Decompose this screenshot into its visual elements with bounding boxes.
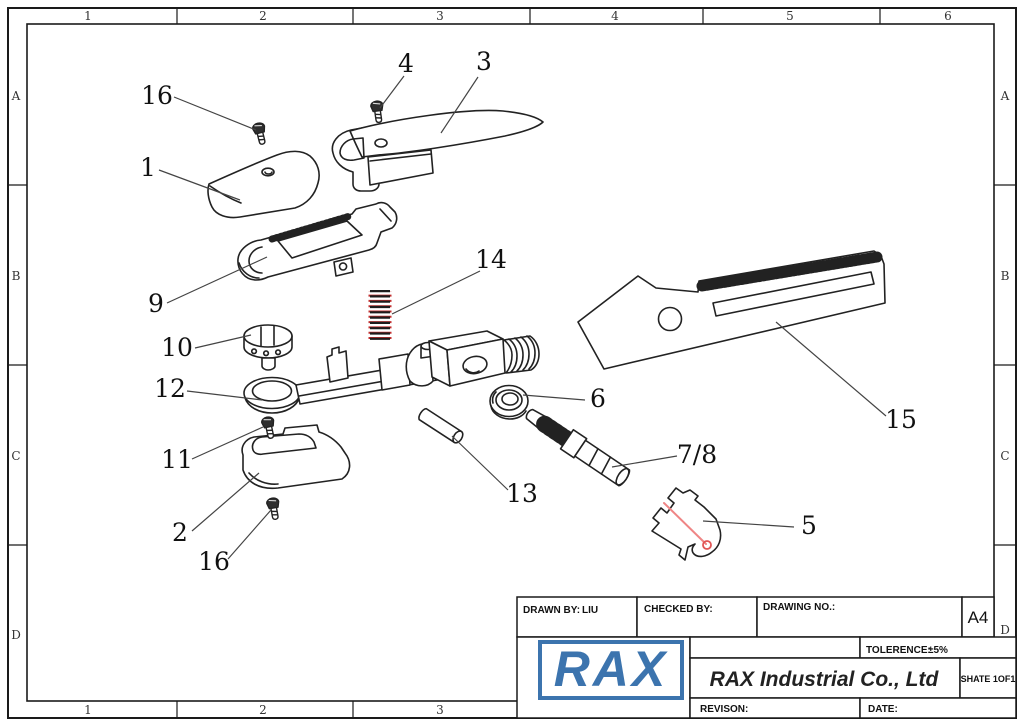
- part-label-15: 15: [885, 405, 917, 434]
- grid-col-4-top: 4: [611, 9, 619, 23]
- company-name: RAX Industrial Co., Ltd: [710, 668, 940, 691]
- top-ruler-dividers: [176, 8, 881, 24]
- checked-by-cell: [636, 596, 758, 638]
- grid-row-d-right: D: [1000, 623, 1010, 637]
- leader-15: [775, 321, 887, 417]
- part-10-knob: [243, 324, 293, 371]
- title-block: DRAWN BY: LIU CHECKED BY: DRAWING NO.: A…: [516, 596, 1017, 719]
- part-label-7-8: 7/8: [677, 440, 717, 469]
- part-label-11: 11: [161, 445, 193, 474]
- leader-16-top: [173, 96, 257, 131]
- rax-logo-text: RAX: [554, 641, 669, 697]
- drawn-by-value: LIU: [582, 605, 598, 616]
- leader-16-bottom: [227, 509, 272, 560]
- part-15-rack-teeth: [696, 251, 883, 292]
- part-label-16-top: 16: [141, 81, 173, 110]
- part-label-16-bottom: 16: [198, 547, 230, 576]
- leader-14: [391, 270, 481, 315]
- grid-row-a-left: A: [11, 89, 21, 103]
- grid-col-3-bottom: 3: [436, 703, 444, 717]
- tolerance-value: ±5%: [928, 645, 948, 656]
- leader-6: [522, 394, 586, 401]
- left-ruler-dividers: [8, 184, 27, 546]
- part-label-10: 10: [161, 333, 193, 362]
- grid-col-6-top: 6: [944, 9, 952, 23]
- right-ruler-dividers: [994, 184, 1016, 546]
- part-1-cover: [207, 150, 320, 219]
- part-15-toothed-arm: [577, 250, 886, 370]
- part-label-4: 4: [398, 49, 414, 78]
- part-9-hatch-band: [268, 212, 354, 243]
- part-9-frame: [237, 201, 398, 281]
- revision-label: REVISON:: [700, 704, 748, 715]
- part-label-2: 2: [172, 518, 188, 547]
- part-label-12: 12: [154, 374, 186, 403]
- part-number-labels: 16 1 4 3 9 14 10 12 11 2 16 13 6 7/8 5 1…: [140, 47, 917, 576]
- rax-logo-border: [538, 640, 684, 700]
- part-5-red-terminal: [702, 540, 712, 550]
- part-label-1: 1: [140, 153, 156, 182]
- part-label-5: 5: [801, 511, 817, 540]
- drawn-by-label: DRAWN BY:: [523, 605, 580, 616]
- tolerance-label: TOLERENCE:: [866, 645, 931, 656]
- leader-lines: [158, 75, 887, 560]
- leader-4: [379, 75, 405, 109]
- part-label-3: 3: [476, 47, 492, 76]
- leader-3: [440, 76, 479, 134]
- grid-row-d-left: D: [11, 628, 21, 642]
- leader-5: [702, 520, 795, 528]
- leader-2: [191, 472, 260, 532]
- leader-11: [191, 426, 264, 460]
- part-12-lever-assembly: [243, 330, 540, 414]
- grid-col-2-bottom: 2: [259, 703, 267, 717]
- date-cell: [859, 697, 1017, 719]
- grid-col-5-top: 5: [786, 9, 794, 23]
- grid-row-a-right: A: [1000, 89, 1010, 103]
- paper-size-value: A4: [968, 608, 989, 627]
- grid-col-2-top: 2: [259, 9, 267, 23]
- rax-logo: RAX: [538, 640, 684, 700]
- leader-10: [194, 334, 252, 349]
- paper-size-cell: [961, 596, 995, 638]
- part-13-pin: [418, 407, 464, 444]
- part-label-14: 14: [475, 245, 507, 274]
- grid-col-1-bottom: 1: [84, 703, 92, 717]
- part-7-8-bolt: [525, 408, 631, 487]
- blank-cell: [689, 636, 861, 659]
- part-5-red-wire: [663, 502, 707, 545]
- part-label-6: 6: [590, 384, 606, 413]
- leader-9: [166, 256, 268, 304]
- grid-row-c-right: C: [1000, 449, 1009, 463]
- bolt-threads: [536, 415, 576, 448]
- grid-col-1-top: 1: [84, 9, 92, 23]
- leader-7-8: [611, 455, 678, 468]
- drawn-by-cell: [516, 596, 638, 638]
- part-label-9: 9: [148, 289, 164, 318]
- exploded-diagram: 16 1 4 3 9 14 10 12 11 2 16 13 6 7/8 5 1…: [140, 47, 917, 576]
- leader-12: [186, 390, 263, 401]
- part-3-cover: [331, 109, 544, 192]
- grid-row-b-left: B: [12, 269, 21, 283]
- checked-by-label: CHECKED BY:: [644, 604, 713, 615]
- part-5-bracket: [651, 487, 722, 561]
- part-2-cam-hook: [241, 424, 351, 490]
- leader-1: [158, 169, 241, 201]
- grid-row-b-right: B: [1001, 269, 1010, 283]
- date-label: DATE:: [868, 704, 898, 715]
- grid-row-c-left: C: [11, 449, 20, 463]
- leader-13: [451, 435, 509, 491]
- grid-col-3-top: 3: [436, 9, 444, 23]
- drawing-no-label: DRAWING NO.:: [763, 602, 835, 613]
- part-label-13: 13: [506, 479, 538, 508]
- part-6-nut: [489, 384, 529, 420]
- sheet-number: SHATE 1OF1: [961, 674, 1016, 684]
